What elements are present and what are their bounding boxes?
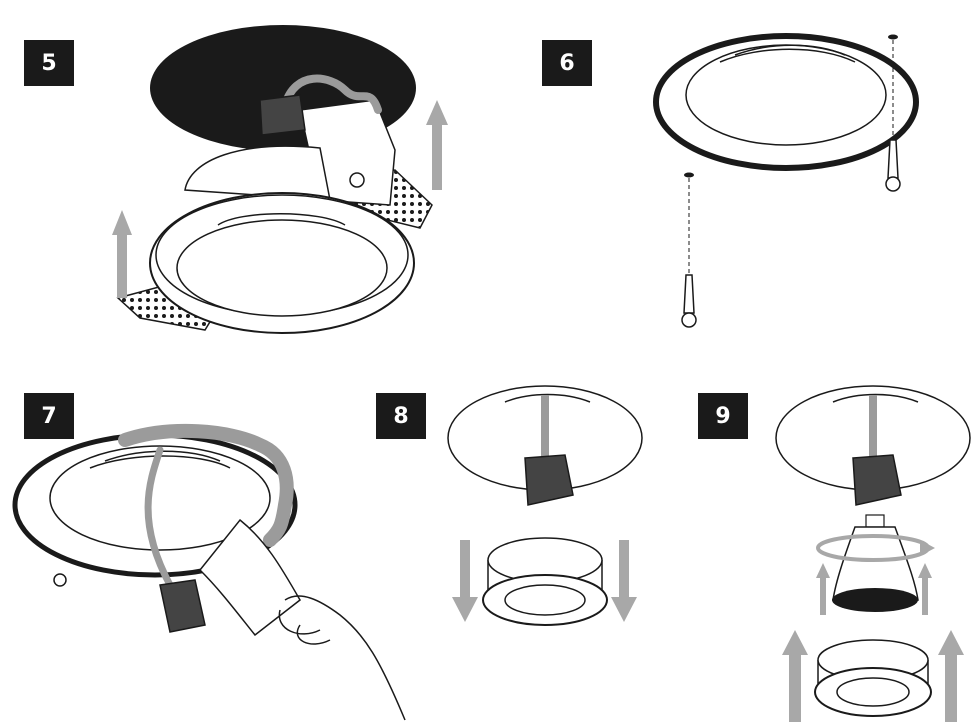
step-7-inner-step-2: [104, 450, 221, 462]
screw-icon: [684, 172, 694, 178]
step-8-number: 8: [393, 403, 409, 429]
lamp-holder-icon: [852, 454, 902, 506]
step-5-inner-opening: [176, 219, 388, 317]
step-6-inner-step-1: [719, 48, 856, 63]
step-9-inner-step: [832, 393, 919, 403]
gu10-lamp-pins: [865, 514, 885, 528]
screw-icon: [887, 139, 899, 179]
step-5-lamp-holder: [259, 94, 306, 136]
downward-arrow-icon: [452, 540, 478, 622]
step-9-number: 9: [715, 403, 731, 429]
step-7-number: 7: [41, 403, 57, 429]
step-6-badge: 6: [542, 40, 592, 86]
screw-icon: [888, 34, 898, 40]
step-5-cable: [281, 74, 382, 114]
lamp-holder-icon: [524, 454, 574, 506]
upward-arrow-icon: [816, 563, 830, 615]
step-8-inner-step: [504, 393, 591, 403]
screw-icon: [683, 274, 695, 314]
screw-icon: [885, 176, 901, 192]
step-7-cable-drop: [144, 446, 174, 589]
step-7-inner-step-1: [89, 455, 231, 469]
step-8-badge: 8: [376, 393, 426, 439]
downward-arrow-icon: [611, 540, 637, 622]
step-6-inner-step-2: [734, 44, 846, 56]
gu10-lamp-icon: [198, 518, 301, 637]
step-5-fixture-body: [184, 145, 331, 201]
gu10-lamp-face: [832, 588, 918, 612]
hand-icon: [278, 595, 406, 721]
upward-arrow-icon: [938, 630, 964, 722]
step-9-ring-inner: [836, 677, 910, 707]
screw-icon: [681, 312, 697, 328]
screw-icon: [53, 573, 67, 587]
lamp-holder-icon: [159, 579, 206, 633]
step-9-badge: 9: [698, 393, 748, 439]
step-6-number: 6: [559, 50, 575, 76]
upward-arrow-icon: [782, 630, 808, 722]
step-5-badge: 5: [24, 40, 74, 86]
step-7-inner-ring: [49, 445, 271, 551]
step-7-badge: 7: [24, 393, 74, 439]
rotation-arrow-icon: [920, 540, 935, 556]
step-5-number: 5: [41, 50, 57, 76]
upward-arrow-icon: [112, 210, 132, 298]
step-7-cable-loop: [118, 423, 294, 547]
step-5-terminal-screw: [349, 172, 365, 188]
upward-arrow-icon: [426, 100, 448, 190]
step-5-inner-step: [217, 213, 346, 226]
step-8-ring-inner: [504, 584, 586, 616]
upward-arrow-icon: [918, 563, 932, 615]
